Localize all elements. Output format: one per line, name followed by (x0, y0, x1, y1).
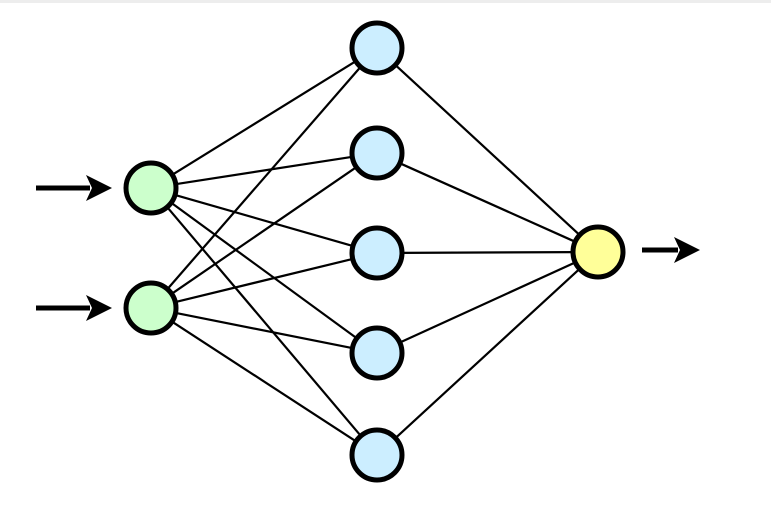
connection-edge (398, 260, 577, 345)
connection-edge (174, 311, 354, 350)
output-node-o1[interactable] (570, 224, 626, 280)
input-arrow-2-head (86, 295, 112, 321)
network-nodes (123, 20, 626, 483)
hidden-node-h4[interactable] (349, 325, 405, 381)
output-arrow-1 (642, 237, 700, 263)
input-node-i2[interactable] (123, 280, 179, 336)
connection-edge (174, 257, 354, 304)
connection-edge (398, 161, 577, 244)
connection-edges (165, 59, 582, 443)
hidden-node-h1[interactable] (349, 20, 405, 76)
io-arrows (36, 175, 700, 321)
connection-edge (169, 201, 359, 340)
output-arrow-1-head (674, 237, 700, 263)
connection-edge (400, 251, 575, 254)
top-divider (0, 0, 771, 3)
hidden-node-h5[interactable] (349, 427, 405, 483)
connection-edge (170, 320, 358, 443)
connection-edge (393, 63, 582, 237)
hidden-node-h2[interactable] (349, 125, 405, 181)
connection-edge (165, 65, 363, 291)
hidden-node-h3[interactable] (349, 225, 405, 281)
connection-edge (170, 59, 358, 177)
connection-edge (165, 205, 363, 438)
input-arrow-1 (36, 175, 112, 201)
connection-edge (393, 267, 582, 440)
input-arrow-1-head (86, 175, 112, 201)
connection-edge (174, 155, 354, 186)
connection-edge (170, 165, 358, 296)
input-arrow-2 (36, 295, 112, 321)
connection-edge (173, 193, 355, 248)
input-node-i1[interactable] (123, 160, 179, 216)
